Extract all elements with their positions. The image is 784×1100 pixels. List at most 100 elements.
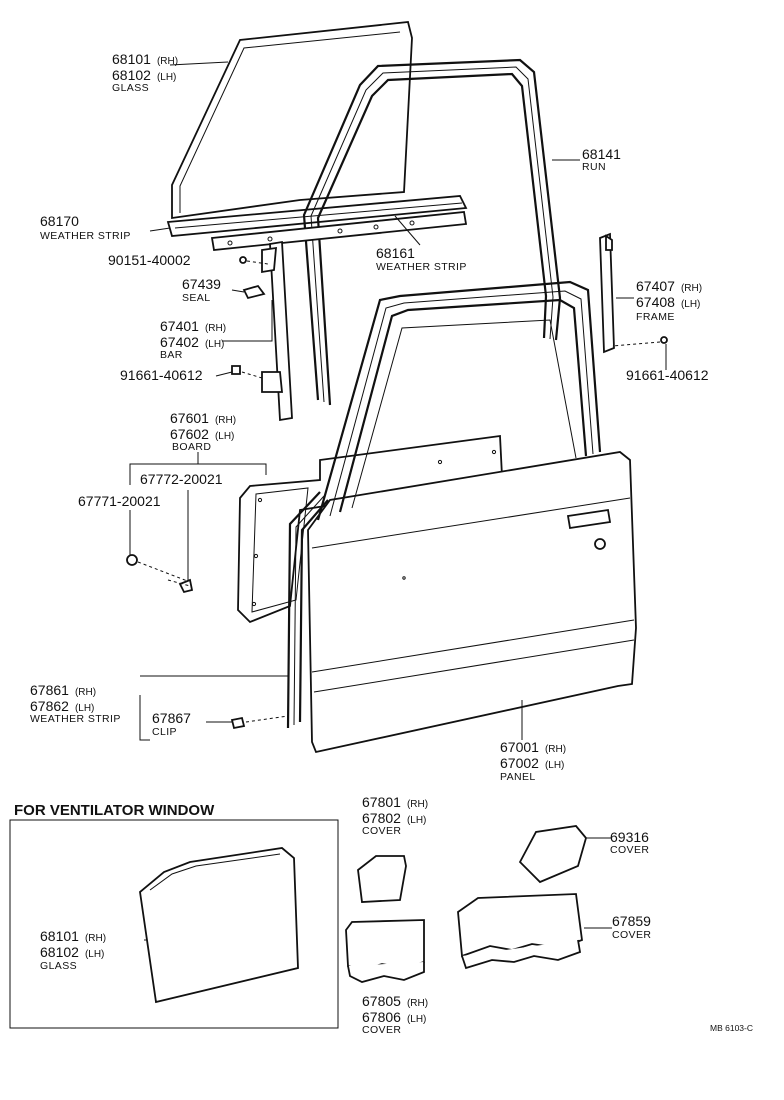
part-number: 68102 <box>112 67 151 83</box>
callout-glass-top: 68101 (RH) 68102 (LH) GLASS <box>112 51 178 94</box>
svg-text:67407(RH): 67407(RH) <box>636 278 702 294</box>
svg-text:67401(RH): 67401 (RH) <box>160 318 226 334</box>
part-number: 67859 <box>612 913 651 929</box>
side-suffix: (LH) <box>407 815 426 826</box>
part-number: 69316 <box>610 829 649 845</box>
svg-text:67408(LH): 67408 (LH) <box>636 294 700 310</box>
callout-glass-vent: 68101 (RH) 68102(LH) GLASS <box>40 928 106 972</box>
cover-67859-part <box>457 893 583 970</box>
side-suffix: (RH) <box>205 323 226 334</box>
part-number: 67401 <box>160 318 199 334</box>
clip-67867-part <box>230 715 289 730</box>
part-number: 67439 <box>182 276 221 292</box>
svg-text:67602(LH): 67602(LH) <box>170 426 234 442</box>
svg-text:67601(RH): 67601 (RH) <box>170 410 236 426</box>
part-name: GLASS <box>112 82 149 94</box>
side-suffix: (RH) <box>407 998 428 1009</box>
part-number: 67601 <box>170 410 209 426</box>
part-number: 67862 <box>30 698 69 714</box>
callout-clip-67867: 67867 CLIP <box>152 710 191 738</box>
part-number: 68101 <box>112 51 151 67</box>
part-number: 67772-20021 <box>140 471 223 487</box>
part-number: 67402 <box>160 334 199 350</box>
part-name: CLIP <box>152 726 177 738</box>
svg-text:68101(RH): 68101 (RH) <box>112 51 178 67</box>
part-number: 67771-20021 <box>78 493 161 509</box>
part-name: COVER <box>362 1024 401 1036</box>
side-suffix: (RH) <box>85 933 106 944</box>
weather-strip-68161-part <box>210 211 468 251</box>
part-number: 90151-40002 <box>108 252 191 268</box>
callout-board: 67601 (RH) 67602(LH) BOARD <box>170 410 236 453</box>
part-number: 67408 <box>636 294 675 310</box>
part-name: SEAL <box>182 292 210 304</box>
part-number: 67806 <box>362 1009 401 1025</box>
part-name: WEATHER STRIP <box>30 713 121 725</box>
part-number: 68101 <box>40 928 79 944</box>
part-name: PANEL <box>500 771 536 783</box>
cover-67801-part <box>357 855 407 903</box>
part-number: 67001 <box>500 739 539 755</box>
door-weather-strip-part <box>286 491 329 729</box>
side-suffix: (LH) <box>205 339 224 350</box>
ventilator-box-title: FOR VENTILATOR WINDOW <box>14 802 215 819</box>
side-suffix: (RH) <box>545 744 566 755</box>
callout-cover-67801: 67801 (RH) 67802 (LH) COVER <box>362 794 428 837</box>
glass-run-part <box>302 58 562 406</box>
drawing-code: MB 6103-C <box>710 1023 753 1033</box>
side-suffix: (LH) <box>157 72 176 83</box>
part-number: 67802 <box>362 810 401 826</box>
side-suffix: (LH) <box>681 299 700 310</box>
part-name: GLASS <box>40 960 77 972</box>
side-suffix: (RH) <box>407 799 428 810</box>
side-suffix: (RH) <box>157 56 178 67</box>
svg-text:67861(RH): 67861 (RH) <box>30 682 96 698</box>
svg-text:67801(RH): 67801 (RH) <box>362 794 428 810</box>
callout-cover-67805: 67805(RH) 67806(LH) COVER <box>362 993 428 1036</box>
part-name: BOARD <box>172 441 211 453</box>
side-suffix: (RH) <box>75 687 96 698</box>
frame-part <box>599 232 615 354</box>
door-glass-part <box>171 21 413 220</box>
part-name: COVER <box>362 825 401 837</box>
side-suffix: (LH) <box>85 949 104 960</box>
callout-bar: 67401 (RH) 67402 (LH) BAR <box>160 318 226 361</box>
callout-weather-strip-68170: 68170 WEATHER STRIP <box>40 213 131 242</box>
screw-90151-part <box>239 256 269 265</box>
side-suffix: (LH) <box>75 703 94 714</box>
part-name: RUN <box>582 161 606 173</box>
callout-clip-67771: 67771-20021 <box>78 493 161 509</box>
callout-door-weather-strip: 67861 (RH) 67862 (LH) WEATHER STRIP <box>30 682 121 725</box>
svg-text:67806(LH): 67806(LH) <box>362 1009 426 1025</box>
svg-text:67805(RH): 67805(RH) <box>362 993 428 1009</box>
side-suffix: (LH) <box>215 431 234 442</box>
svg-text:68102(LH): 68102(LH) <box>40 944 104 960</box>
leader-lines <box>129 61 667 941</box>
part-number: 68141 <box>582 146 621 162</box>
part-name: WEATHER STRIP <box>376 261 467 273</box>
svg-text:67402(LH): 67402 (LH) <box>160 334 224 350</box>
part-name: FRAME <box>636 311 675 323</box>
part-number: 67867 <box>152 710 191 726</box>
part-name: WEATHER STRIP <box>40 230 131 242</box>
side-suffix: (LH) <box>545 760 564 771</box>
part-number: 67801 <box>362 794 401 810</box>
callout-bolt-left: 91661-40612 <box>120 367 203 383</box>
part-number: 67861 <box>30 682 69 698</box>
part-number: 68161 <box>376 245 415 261</box>
side-suffix: (RH) <box>215 415 236 426</box>
callout-bolt-right: 91661-40612 <box>626 367 709 383</box>
door-panel-part <box>307 451 637 754</box>
board-clip-67771-part <box>126 554 191 583</box>
door-frame-part <box>316 280 602 521</box>
part-number: 91661-40612 <box>120 367 203 383</box>
side-suffix: (RH) <box>681 283 702 294</box>
bolt-right-part <box>611 336 668 347</box>
svg-text:68101(RH): 68101 (RH) <box>40 928 106 944</box>
part-name: COVER <box>610 844 649 856</box>
cover-67805-part <box>345 919 425 983</box>
callout-cover-69316: 69316 COVER <box>610 829 649 856</box>
callout-weather-strip-68161: 68161 WEATHER STRIP <box>376 245 467 273</box>
svg-text:67002(LH): 67002(LH) <box>500 755 564 771</box>
part-name: BAR <box>160 349 183 361</box>
